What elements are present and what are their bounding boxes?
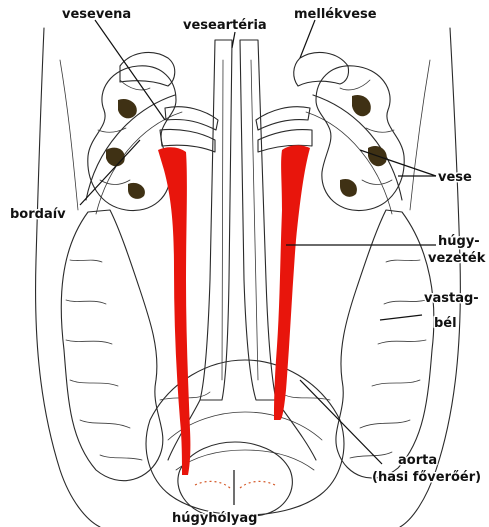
ureters xyxy=(158,145,310,475)
label-vesearteria: veseartéria xyxy=(183,18,267,33)
label-vastagbel-line1: vastag- xyxy=(424,291,479,306)
adrenal-glands xyxy=(120,52,349,86)
bladder xyxy=(178,442,292,517)
pelvis xyxy=(146,360,344,515)
label-vese: vese xyxy=(438,170,472,185)
kidneys xyxy=(88,66,404,211)
label-aorta-line1: aorta xyxy=(398,453,437,468)
leader-lines xyxy=(80,20,436,505)
label-bordaiv: bordaív xyxy=(10,207,66,222)
torso-outline xyxy=(36,28,461,527)
label-hugyholyag: húgyhólyag xyxy=(172,511,257,526)
label-aorta-line2: (hasi főverőér) xyxy=(372,470,481,485)
label-vastagbel-line2: bél xyxy=(434,316,457,331)
label-hugyvezetek-line1: húgy- xyxy=(438,234,480,249)
renal-vessels xyxy=(160,107,312,152)
label-hugyvezetek-line2: vezeték xyxy=(428,251,486,266)
label-mellekvese: mellékvese xyxy=(294,7,377,22)
label-vesevena: vesevena xyxy=(62,7,131,22)
